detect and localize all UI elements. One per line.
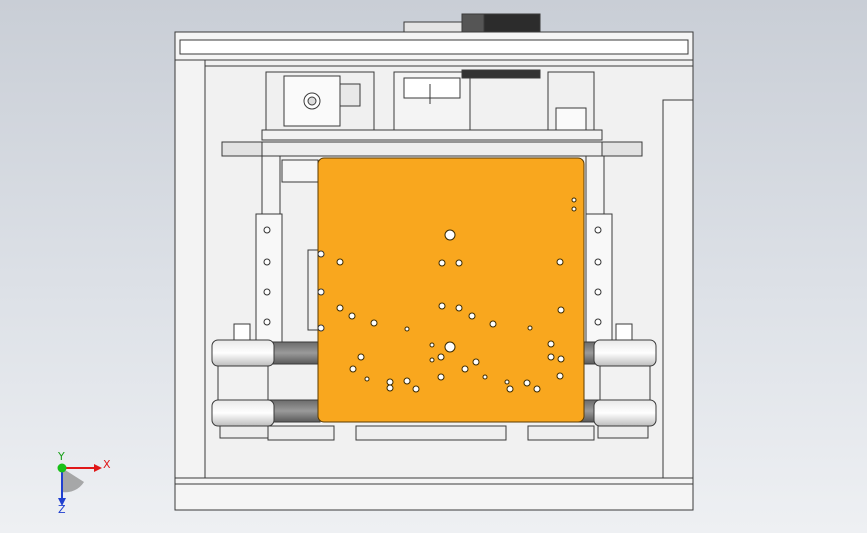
right-upper-pulley [593,339,657,367]
plate-hole [455,304,463,312]
left-pulley-shaft [217,365,269,401]
plate-hole [386,384,394,392]
column-bolt-hole [594,258,602,266]
plate-hole [336,304,344,312]
right-pulley-shaft [599,365,651,401]
column-bolt-hole [594,288,602,296]
left-post [174,59,206,479]
upper-rail [461,69,541,79]
plate-hole [547,353,555,361]
plate-hole [412,385,420,393]
plate-hole [444,341,456,353]
plate-hole [472,358,480,366]
plate-hole [482,374,488,380]
plate-hole [438,259,446,267]
left-lower-pulley [211,399,275,427]
cross-plate [261,129,603,141]
plate-holes [336,197,577,393]
plate-hole [468,312,476,320]
plate-hole [461,365,469,373]
plate-hole [349,365,357,373]
plate-hole [404,326,410,332]
plate-hole [370,319,378,327]
plate-hole [364,376,370,382]
plate-hole [506,385,514,393]
y-axis-label: Y [58,450,65,463]
column-bolt-hole [317,288,325,296]
right-lower-pulley [593,399,657,427]
plate-hole [533,385,541,393]
column-bolt-hole [594,226,602,234]
plate-hole [547,340,555,348]
plate-hole [437,373,445,381]
column-bolt-hole [263,288,271,296]
plate-hole [556,372,564,380]
plate-hole [571,197,577,203]
plate-hole [523,379,531,387]
plate-hole [336,258,344,266]
plate-hole [357,353,365,361]
plate-hole [386,378,394,386]
plate-hole [556,258,564,266]
z-axis-label: Z [58,503,66,516]
plate-hole [504,379,510,385]
column-bolt-holes [263,226,602,332]
orange-build-plate [317,157,585,423]
plate-hole [444,229,456,241]
plate-hole [429,357,435,363]
coordinate-triad [57,463,102,506]
x-axis-label: X [103,458,111,471]
plate-hole [438,302,446,310]
lower-crossbar [221,141,643,157]
column-bolt-hole [317,250,325,258]
column-bolt-hole [263,258,271,266]
plate-hole [571,206,577,212]
column-bolt-hole [263,226,271,234]
right-post [662,99,694,479]
plate-hole [437,353,445,361]
column-bolt-hole [594,318,602,326]
plate-hole [429,342,435,348]
plate-hole [557,306,565,314]
column-bolt-hole [317,324,325,332]
column-bolt-hole [263,318,271,326]
plate-hole [527,325,533,331]
plate-hole [557,355,565,363]
plate-hole [455,259,463,267]
plate-hole [403,377,411,385]
left-upper-pulley [211,339,275,367]
top-motor-base [403,21,463,33]
plate-hole [348,312,356,320]
plate-hole [489,320,497,328]
bottom-bar [174,477,694,511]
